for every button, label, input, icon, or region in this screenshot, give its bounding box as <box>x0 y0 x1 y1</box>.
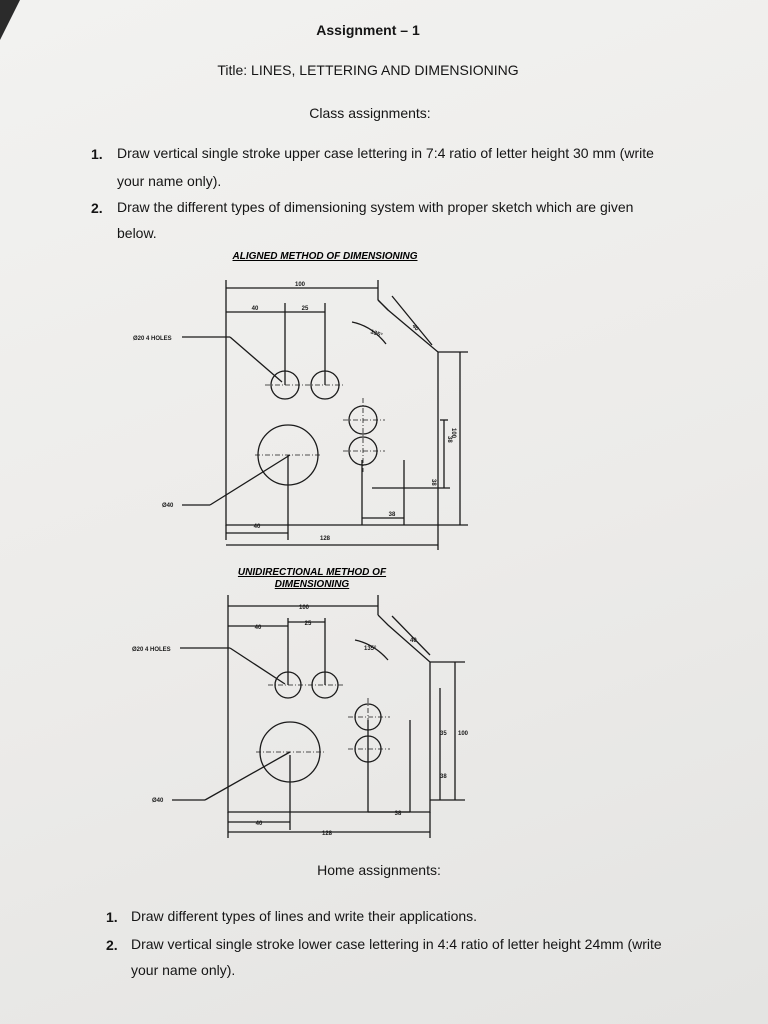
page-shadow <box>0 0 20 40</box>
home-assignments-heading: Home assignments: <box>317 862 441 878</box>
dim-40-bottom: 40 <box>256 821 263 827</box>
item-number: 1. <box>91 146 103 162</box>
dim-40: 40 <box>252 306 259 312</box>
dim-100: 100 <box>299 605 310 611</box>
dim-38-vertical: 38 <box>446 436 452 443</box>
dim-100-vertical: 100 <box>450 428 456 439</box>
dim-135: 135° <box>369 329 383 339</box>
document-title: Title: LINES, LETTERING AND DIMENSIONING <box>217 62 519 78</box>
aligned-dimensioning-figure: ALIGNED METHOD OF DIMENSIONING <box>133 251 468 550</box>
dim-40: 40 <box>255 625 262 631</box>
item-number: 1. <box>106 909 118 925</box>
figure1-title: ALIGNED METHOD OF DIMENSIONING <box>232 251 418 262</box>
dim-35: 35 <box>440 731 447 737</box>
dim-40-slant: 40 <box>410 323 419 332</box>
hole-note: Ø20 4 HOLES <box>132 647 171 653</box>
dim-128: 128 <box>322 831 333 837</box>
dim-38-horizontal: 38 <box>389 512 396 518</box>
item-text-line: your name only). <box>131 962 236 978</box>
item-text-line: Draw vertical single stroke upper case l… <box>117 145 654 161</box>
dim-40-slant: 40 <box>410 638 417 644</box>
dim-38-vertical-inner: 38 <box>430 479 436 486</box>
item-text-line: Draw the different types of dimensioning… <box>117 199 634 215</box>
dim-25: 25 <box>305 621 312 627</box>
item-number: 2. <box>91 200 103 216</box>
figure2-title-line2: DIMENSIONING <box>275 579 350 590</box>
item-text-line: below. <box>117 225 157 241</box>
dim-38-horizontal: 38 <box>395 811 402 817</box>
dim-100-vertical: 100 <box>458 731 469 737</box>
item-text-line: Draw vertical single stroke lower case l… <box>131 936 662 952</box>
dim-135: 135° <box>364 646 377 652</box>
dim-100: 100 <box>295 282 306 288</box>
item-text-line: your name only). <box>117 173 222 189</box>
item-text-line: Draw different types of lines and write … <box>131 908 478 924</box>
dim-38-vertical: 38 <box>440 774 447 780</box>
item-number: 2. <box>106 937 118 953</box>
class-assignments-heading: Class assignments: <box>309 105 431 121</box>
assignment-heading: Assignment – 1 <box>316 22 420 38</box>
dim-128: 128 <box>320 536 331 542</box>
dim-40-bottom: 40 <box>254 524 261 530</box>
hole-note: Ø20 4 HOLES <box>133 336 172 342</box>
diameter-40: Ø40 <box>162 503 174 509</box>
figure2-title-line1: UNIDIRECTIONAL METHOD OF <box>238 567 387 578</box>
diameter-40: Ø40 <box>152 798 164 804</box>
unidirectional-dimensioning-figure: UNIDIRECTIONAL METHOD OF DIMENSIONING <box>132 567 469 838</box>
dim-25: 25 <box>302 306 309 312</box>
